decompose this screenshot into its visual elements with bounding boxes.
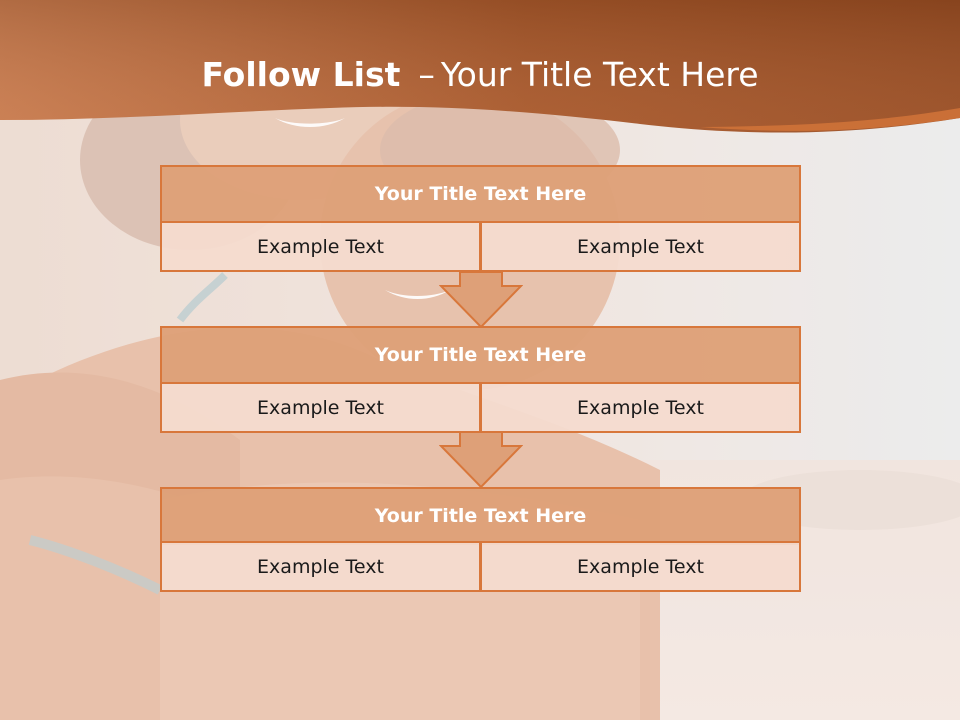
title-band (0, 0, 960, 133)
step-2-title: Your Title Text Here (160, 326, 801, 384)
arrow-down-icon (439, 271, 523, 329)
step-1-left-cell: Example Text (160, 221, 481, 272)
step-2-left-cell: Example Text (160, 382, 481, 433)
slide-title: Follow List–Your Title Text Here (0, 52, 960, 98)
arrow-down-icon (439, 431, 523, 489)
step-2-right-cell: Example Text (480, 382, 801, 433)
step-3-left-cell: Example Text (160, 541, 481, 592)
title-separator: – (418, 55, 435, 94)
step-1-title: Your Title Text Here (160, 165, 801, 223)
step-3-right-cell: Example Text (480, 541, 801, 592)
title-bold: Follow List (201, 55, 401, 94)
step-1-right-cell: Example Text (480, 221, 801, 272)
step-3-title: Your Title Text Here (160, 487, 801, 545)
title-rest: Your Title Text Here (440, 55, 759, 94)
